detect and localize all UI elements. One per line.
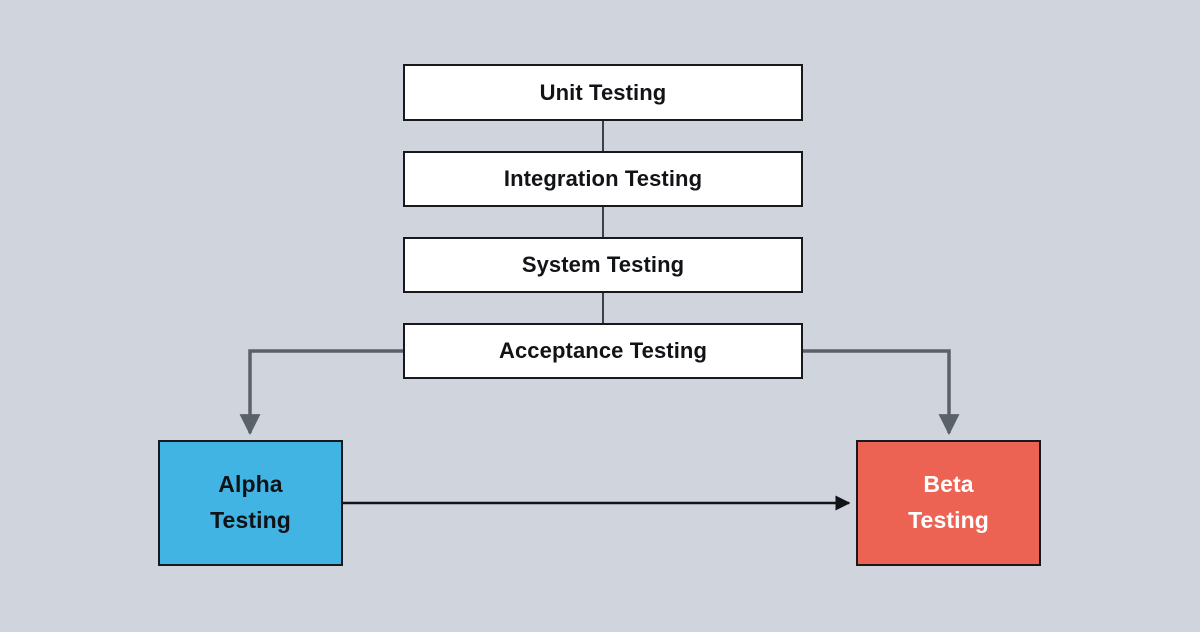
node-beta-testing-label: Beta Testing <box>908 471 989 533</box>
node-beta-testing[interactable]: Beta Testing <box>856 440 1041 566</box>
node-acceptance-testing-label: Acceptance Testing <box>498 338 707 363</box>
node-integration-testing[interactable]: Integration Testing <box>403 151 803 207</box>
node-alpha-testing-label: Alpha Testing <box>210 471 291 533</box>
node-integration-testing-label: Integration Testing <box>503 166 703 191</box>
node-acceptance-testing[interactable]: Acceptance Testing <box>403 323 803 379</box>
edge-acceptance-to-alpha <box>239 349 403 436</box>
edge-acceptance-to-beta <box>803 349 960 436</box>
node-alpha-testing[interactable]: Alpha Testing <box>158 440 343 566</box>
node-unit-testing-label: Unit Testing <box>539 79 667 105</box>
node-system-testing[interactable]: System Testing <box>403 237 803 293</box>
node-system-testing-label: System Testing <box>521 252 685 277</box>
node-unit-testing[interactable]: Unit Testing <box>403 64 803 121</box>
